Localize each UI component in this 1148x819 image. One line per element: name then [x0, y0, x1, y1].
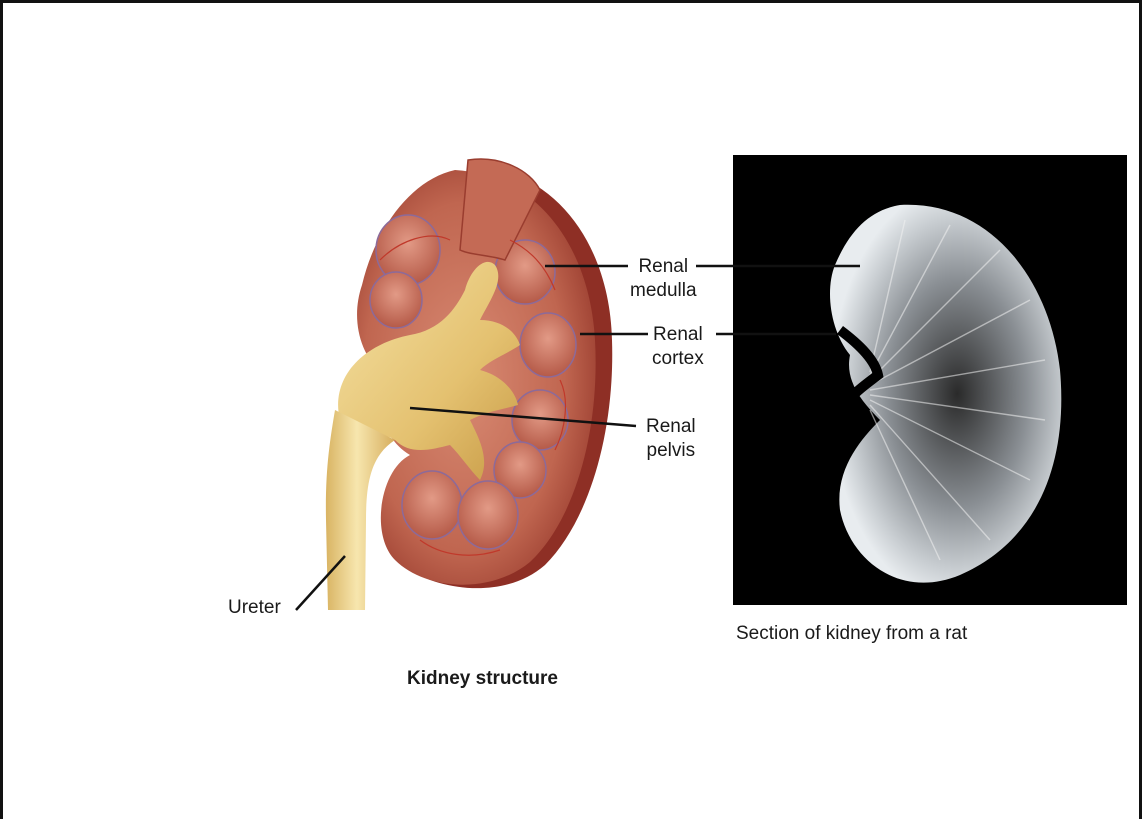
- caption-kidney-structure: Kidney structure: [407, 667, 558, 691]
- label-renal-pelvis: Renal pelvis: [646, 415, 696, 463]
- label-renal-medulla-line1: Renal: [630, 255, 697, 279]
- label-renal-cortex: Renal cortex: [652, 323, 704, 371]
- caption-rat-kidney-section: Section of kidney from a rat: [736, 622, 967, 646]
- label-renal-medulla-line2: medulla: [630, 279, 697, 303]
- kidney-illustration: [326, 159, 612, 610]
- label-renal-cortex-line1: Renal: [652, 323, 704, 347]
- label-renal-medulla: Renal medulla: [630, 255, 697, 303]
- rat-kidney-photo: [733, 155, 1127, 605]
- label-renal-pelvis-line1: Renal: [646, 415, 696, 439]
- label-ureter: Ureter: [228, 596, 281, 620]
- label-renal-pelvis-line2: pelvis: [646, 439, 696, 463]
- label-renal-cortex-line2: cortex: [652, 347, 704, 371]
